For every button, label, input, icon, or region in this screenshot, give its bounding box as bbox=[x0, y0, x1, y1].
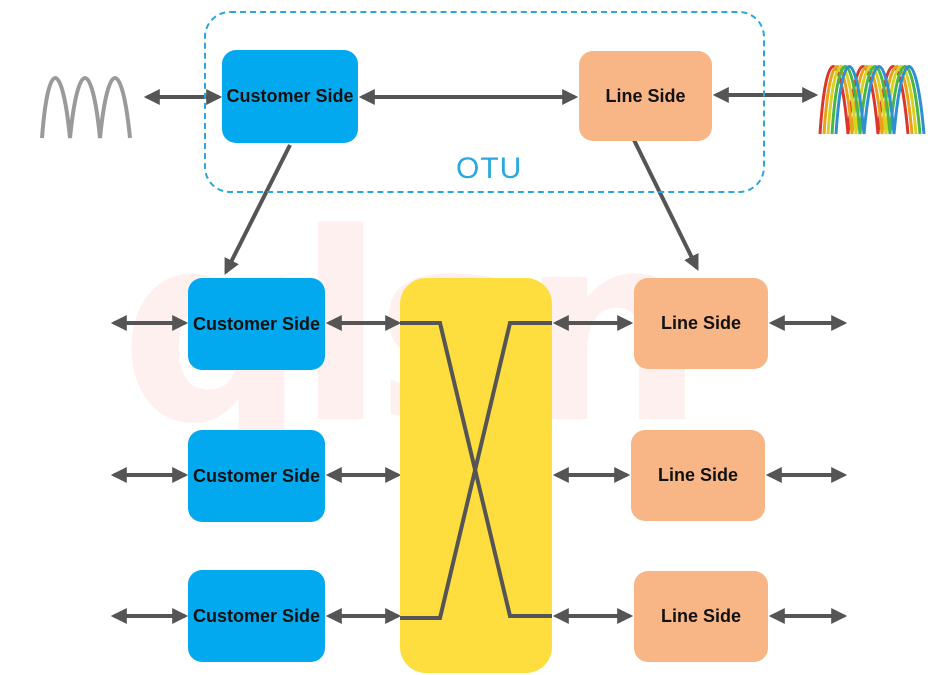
customer-side-label: Customer Side bbox=[192, 465, 321, 486]
otu-line-side-label: Line Side bbox=[605, 85, 686, 106]
line-side-label: Line Side bbox=[660, 606, 741, 626]
customer-side-label: Customer Side bbox=[192, 313, 321, 334]
line-side-label: Line Side bbox=[657, 465, 738, 485]
otu-line-side-box[interactable]: Line Side bbox=[579, 51, 712, 141]
customer-side-box[interactable]: Customer Side bbox=[188, 430, 325, 522]
otu-label: OTU bbox=[456, 152, 523, 185]
line-side-label: Line Side bbox=[660, 313, 741, 333]
cross-connect-paths bbox=[400, 321, 552, 620]
arrow-otu-customer-down bbox=[224, 144, 292, 275]
cross-path-bottom-to-top bbox=[400, 321, 552, 620]
customer-side-box[interactable]: Customer Side bbox=[188, 278, 325, 370]
grey-signal-wave-icon bbox=[40, 76, 132, 139]
colored-wdm-wave-icon bbox=[818, 65, 926, 135]
otu-customer-side-label: Customer Side bbox=[226, 86, 354, 106]
cross-connect-switch bbox=[400, 278, 552, 673]
line-side-box[interactable]: Line Side bbox=[634, 571, 768, 662]
line-side-box[interactable]: Line Side bbox=[631, 430, 765, 521]
otu-customer-side-box[interactable]: Customer Side bbox=[222, 50, 358, 143]
line-side-box[interactable]: Line Side bbox=[634, 278, 768, 369]
customer-side-box[interactable]: Customer Side bbox=[188, 570, 325, 662]
arrow-otu-line-down bbox=[632, 139, 699, 271]
customer-side-label: Customer Side bbox=[192, 605, 321, 626]
